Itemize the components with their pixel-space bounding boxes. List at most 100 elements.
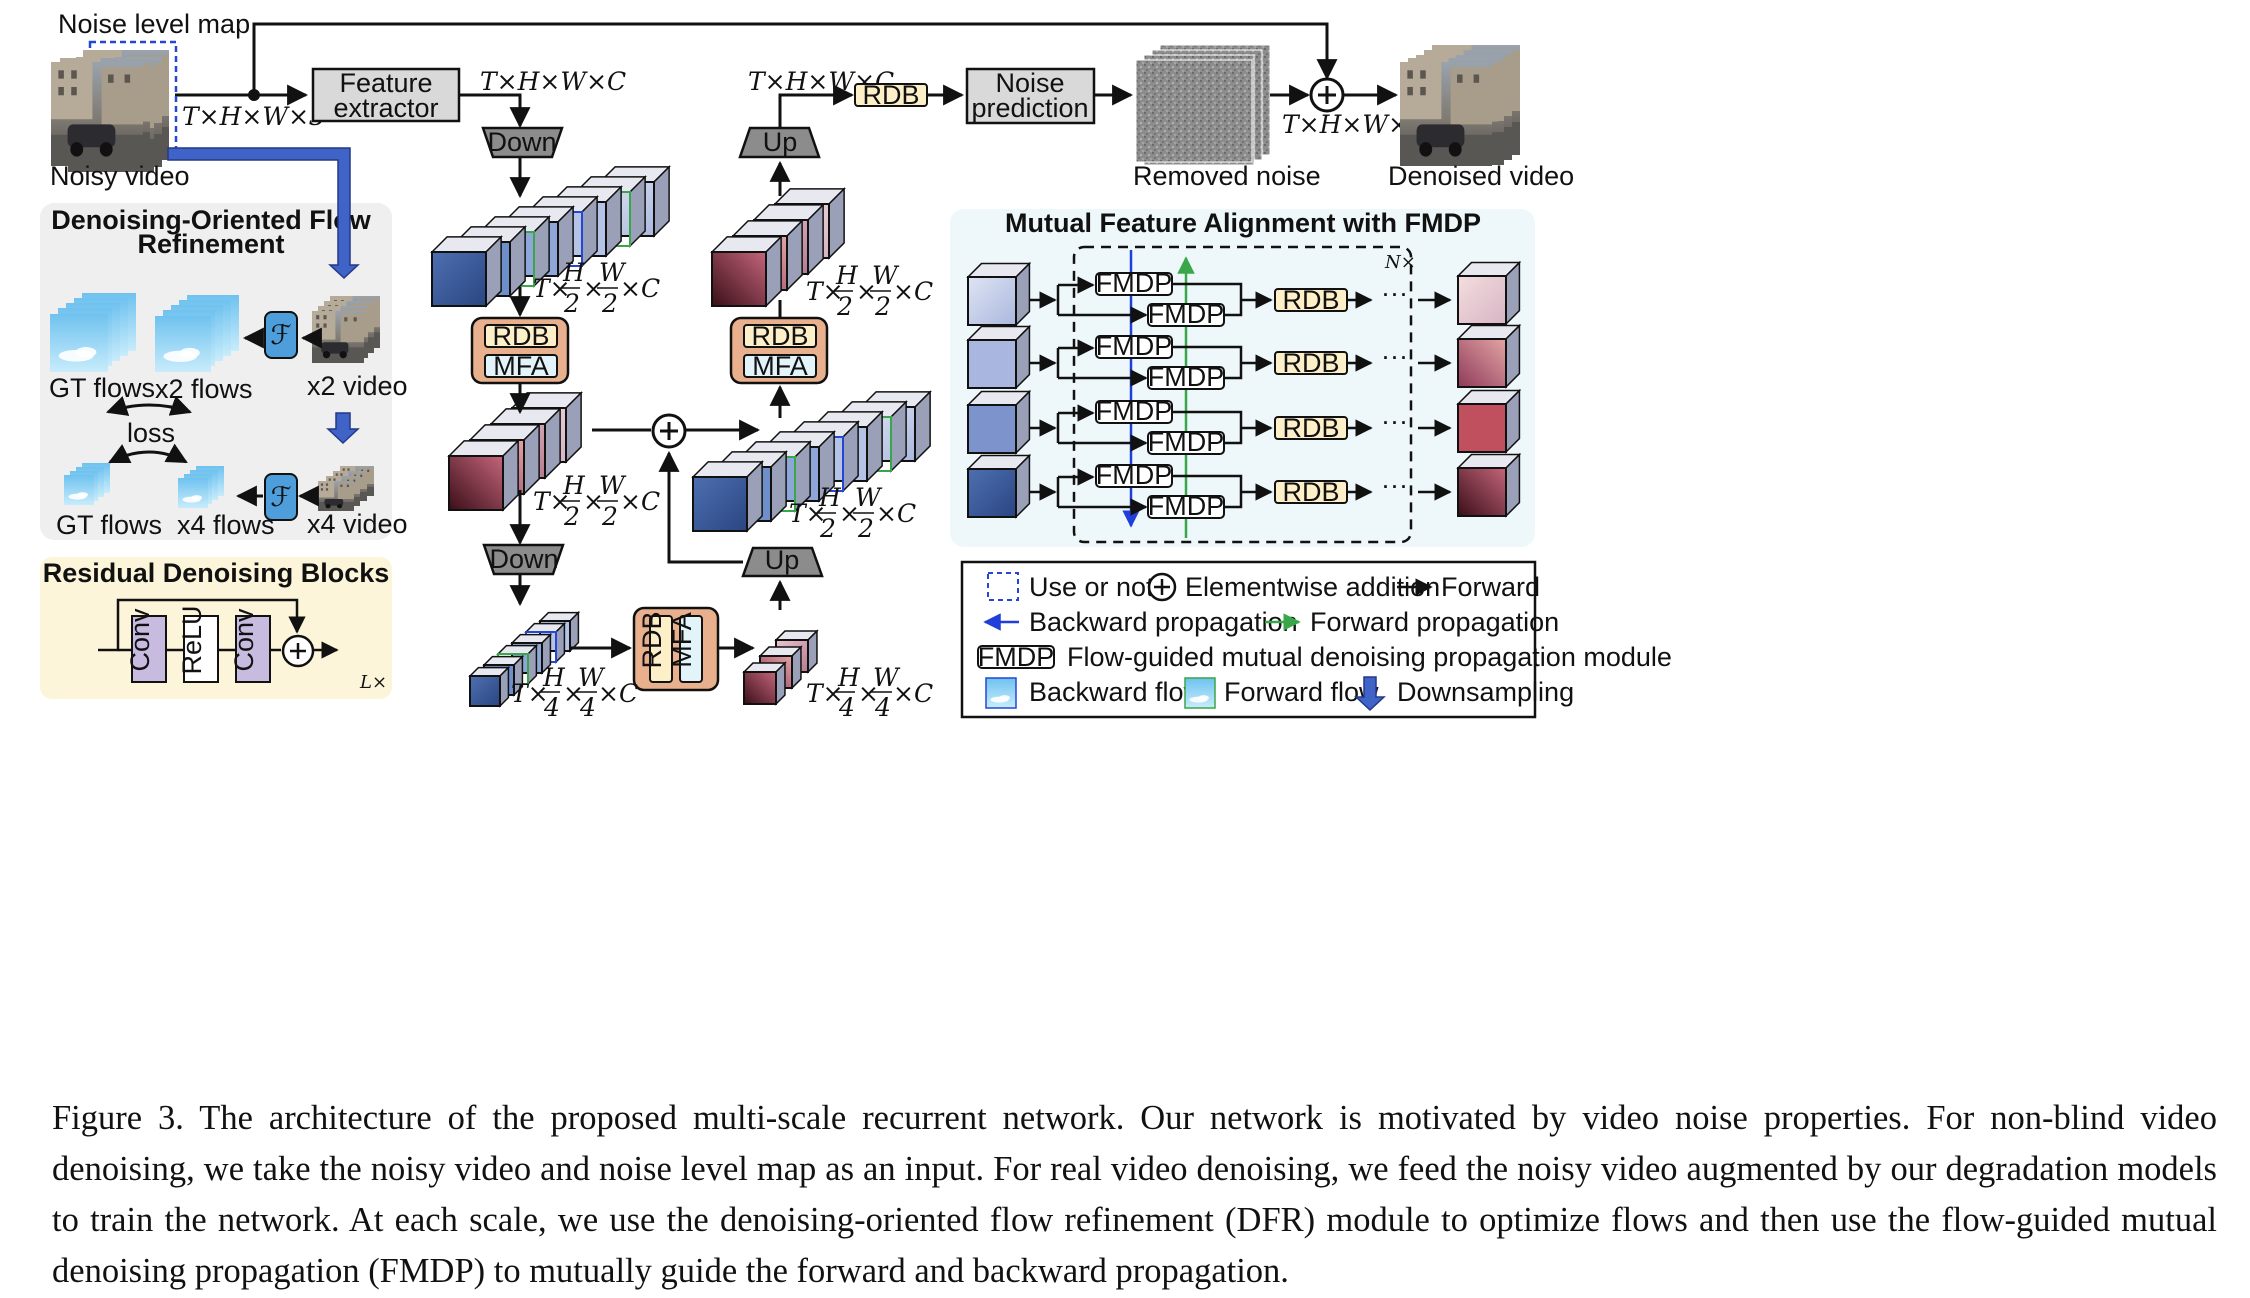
- rdb-label-right: RDB: [751, 321, 808, 351]
- svg-text:×C: ×C: [620, 274, 660, 303]
- svg-text:4: 4: [838, 693, 855, 722]
- mfa-input-cube: [966, 389, 1032, 455]
- svg-text:×: ×: [856, 277, 877, 306]
- noise-prediction-label-1: Noise: [995, 68, 1064, 98]
- dfr-title-2: Refinement: [137, 229, 284, 259]
- gt-flows-label-1: GT flows: [49, 373, 155, 403]
- downsampling-icon: [1354, 676, 1386, 712]
- feature-extractor-box: [311, 67, 461, 123]
- svg-text:2: 2: [601, 502, 618, 531]
- dim-quarter-left: T× H 4 × W 4 ×C: [511, 663, 638, 722]
- svg-text:4: 4: [579, 693, 596, 722]
- dim-half-3: T× H 2 × W 2 ×C: [789, 483, 916, 543]
- svg-text:H: H: [542, 663, 566, 692]
- down-block-2: [482, 543, 565, 576]
- dim-quarter-right: T× H 4 × W 4 ×C: [806, 663, 933, 722]
- mfa-input-cube: [966, 453, 1032, 519]
- svg-text:4: 4: [543, 693, 560, 722]
- svg-text:W: W: [599, 258, 627, 287]
- denoised-video-label: Denoised video: [1388, 161, 1574, 191]
- svg-text:W: W: [855, 483, 883, 512]
- relu-block: [183, 615, 219, 683]
- svg-text:2: 2: [563, 502, 580, 531]
- legend-backward-propagation: Backward propagation: [1029, 607, 1298, 637]
- x4-video-label: x4 video: [307, 509, 408, 539]
- up-label-2: Up: [765, 545, 800, 575]
- use-or-not-icon: [987, 572, 1019, 601]
- fmdp-label: FMDP: [1148, 299, 1225, 329]
- mfa-output-cube: [1456, 323, 1522, 389]
- mfa-output-cube: [1456, 452, 1522, 518]
- fmdp-label: FMDP: [1148, 427, 1225, 457]
- svg-text:2: 2: [601, 289, 618, 318]
- svg-text:×C: ×C: [893, 277, 933, 306]
- feature-cube-blue-right: [691, 460, 764, 533]
- fmdp-label: FMDP: [1096, 460, 1173, 490]
- legend-forward-flow: Forward flow: [1224, 677, 1379, 707]
- svg-text:H: H: [818, 483, 842, 512]
- svg-text:×: ×: [583, 487, 604, 516]
- removed-noise-stack: [1135, 44, 1271, 166]
- svg-text:H: H: [835, 261, 859, 290]
- mfa-output-cube: [1456, 388, 1522, 454]
- mfa-input-cube: [966, 261, 1032, 327]
- rdb-top-label: RDB: [862, 80, 919, 110]
- mfa-label-right: MFA: [752, 351, 808, 381]
- noisy-video-stack: [51, 40, 178, 172]
- legend-forward-propagation: Forward propagation: [1310, 607, 1559, 637]
- rdb-panel-title: Residual Denoising Blocks: [43, 558, 390, 588]
- x2-video-label: x2 video: [307, 371, 408, 401]
- mfa-input-cube: [966, 324, 1032, 390]
- mfa-label-bottom: MFA: [667, 612, 697, 668]
- noise-prediction-label-2: prediction: [971, 93, 1088, 123]
- down-block-1: [481, 126, 564, 159]
- legend: [960, 560, 1537, 719]
- flow-net-x2: [264, 311, 298, 359]
- downsample-arrow-main: [167, 147, 360, 280]
- mfa-ellipsis: ···: [1381, 406, 1408, 436]
- rdb-label-bottom: RDB: [637, 611, 667, 668]
- fmdp-label: FMDP: [1148, 491, 1225, 521]
- x2-video-stack: [312, 296, 380, 363]
- up-block-2: [741, 546, 824, 578]
- up-label-1: Up: [763, 127, 798, 157]
- svg-text:W: W: [873, 663, 901, 692]
- svg-text:2: 2: [819, 514, 836, 543]
- fmdp-label: FMDP: [1096, 396, 1173, 426]
- fe-dim-label: T×H×W×C: [480, 67, 626, 96]
- svg-text:T×: T×: [511, 679, 549, 708]
- conv-label-1: Conv: [125, 608, 155, 672]
- fmdp-label: FMDP: [1096, 268, 1173, 298]
- conv-block-1: [131, 615, 167, 683]
- x4-flows-label: x4 flows: [177, 510, 275, 540]
- rdb-label-left: RDB: [492, 321, 549, 351]
- svg-text:H: H: [562, 471, 586, 500]
- legend-backward-flow: Backward flow: [1029, 677, 1204, 707]
- noise-level-map-label: Noise level map: [58, 9, 250, 39]
- mfa-panel-title: Mutual Feature Alignment with FMDP: [1005, 208, 1481, 238]
- feature-cube-red-left: [447, 439, 520, 512]
- flow-net-x4: [264, 473, 298, 521]
- svg-text:4: 4: [874, 693, 891, 722]
- dim-half-1: T× H 2 × W 2 ×C: [533, 258, 660, 318]
- svg-text:2: 2: [836, 292, 853, 321]
- svg-text:×: ×: [858, 679, 879, 708]
- mfa-panel: [950, 209, 1535, 547]
- svg-text:H: H: [562, 258, 586, 287]
- svg-text:W: W: [599, 471, 627, 500]
- mfa-repeat-label: N×: [1384, 252, 1416, 273]
- relu-label: ReLU: [177, 605, 207, 674]
- mfa-rdb-label: RDB: [1282, 477, 1339, 507]
- svg-text:H: H: [837, 663, 861, 692]
- mfa-rdb-label: RDB: [1282, 413, 1339, 443]
- svg-text:×C: ×C: [620, 487, 660, 516]
- figure-caption: Figure 3. The architecture of the propos…: [52, 1099, 2217, 1290]
- feature-cube-red-right: [710, 235, 783, 308]
- legend-fmdp-box: FMDP: [978, 642, 1055, 672]
- legend-fmdp-desc: Flow-guided mutual denoising propagation…: [1067, 642, 1672, 672]
- mfa-rdb-label: RDB: [1282, 285, 1339, 315]
- forward-flow-icon: [1185, 678, 1215, 708]
- legend-forward: Forward: [1441, 572, 1540, 602]
- mfa-output-cube: [1456, 260, 1522, 326]
- noisy-video-label: Noisy video: [50, 161, 190, 191]
